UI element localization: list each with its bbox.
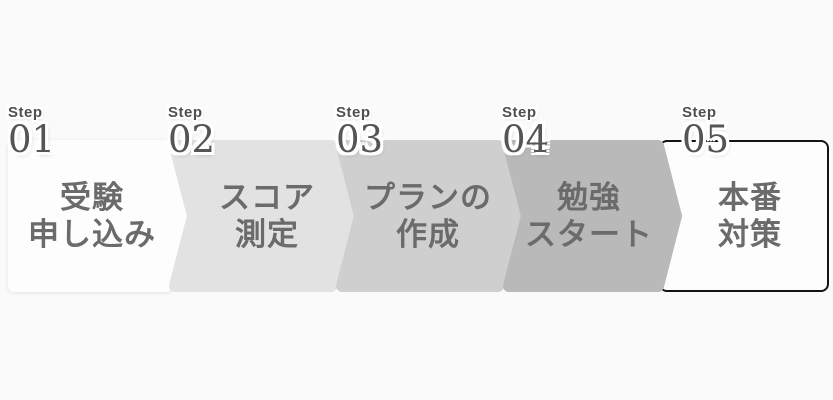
step4-header: Step 04 <box>502 104 549 158</box>
step3-chevron-shape <box>336 140 522 292</box>
step4-title-line1: 勉強 <box>557 180 621 215</box>
step1-title-line1: 受験 <box>60 180 124 215</box>
step3-title: プランの 作成 <box>338 179 518 253</box>
step5-title: 本番 対策 <box>660 179 833 253</box>
step2-title-line1: スコア <box>219 180 315 215</box>
step5-title-line1: 本番 <box>718 180 782 215</box>
step4-label: Step <box>502 104 537 121</box>
step4-title-line2: スタート <box>525 217 653 252</box>
step1-number: 01 <box>8 118 56 161</box>
step1-chevron-shape <box>8 140 190 292</box>
step2-label: Step <box>168 104 203 121</box>
step5-header: Step 05 <box>682 104 729 158</box>
step3-number: 03 <box>336 118 384 161</box>
step2-title-line2: 測定 <box>235 217 299 252</box>
step3-title-line2: 作成 <box>396 217 460 252</box>
step5-number: 05 <box>682 118 730 161</box>
step5-label: Step <box>682 104 717 121</box>
step3-header: Step 03 <box>336 104 383 158</box>
step3-label: Step <box>336 104 371 121</box>
step1-title: 受験 申し込み <box>2 179 182 253</box>
step1-header: Step 01 <box>8 104 55 158</box>
step3-title-line1: プランの <box>364 180 492 215</box>
step2-number: 02 <box>168 118 216 161</box>
step2-chevron-shape <box>169 140 355 292</box>
step2-header: Step 02 <box>168 104 215 158</box>
step4-chevron-shape <box>503 140 682 292</box>
step1-title-line2: 申し込み <box>28 217 156 252</box>
step4-title: 勉強 スタート <box>499 179 679 253</box>
step1-label: Step <box>8 104 43 121</box>
step5-title-line2: 対策 <box>718 217 782 252</box>
step2-title: スコア 測定 <box>177 179 357 253</box>
step4-number: 04 <box>502 118 550 161</box>
